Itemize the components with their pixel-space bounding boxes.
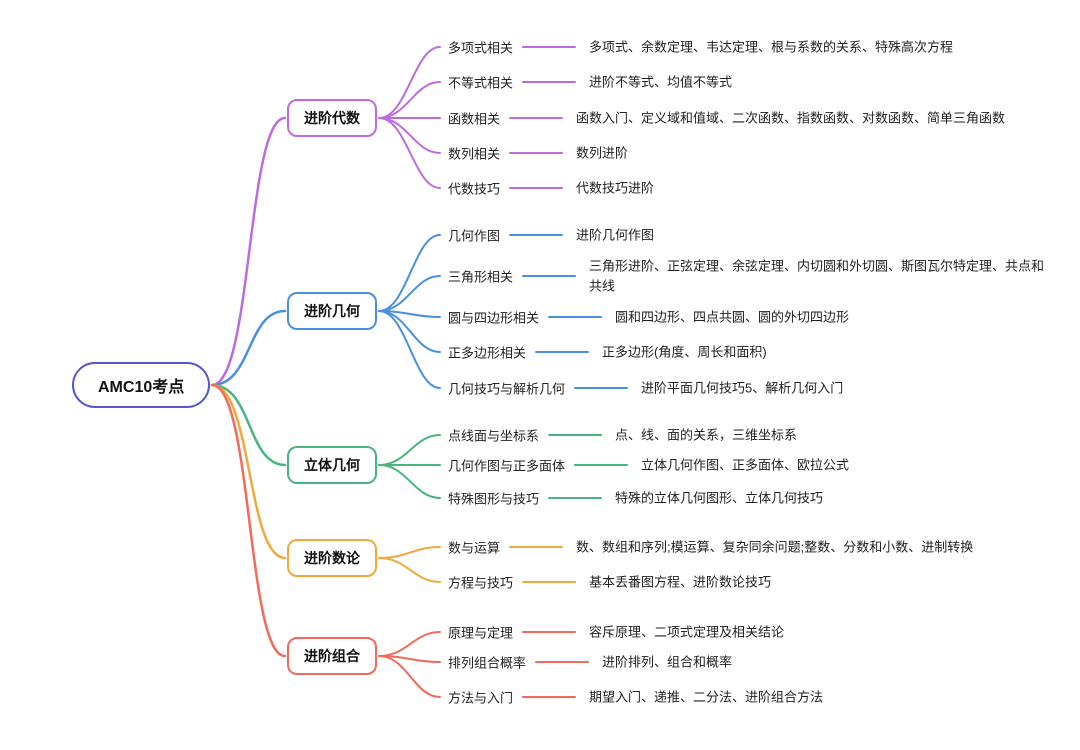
branch-node[interactable]: 进阶组合 (287, 637, 377, 675)
subtopic-node[interactable]: 几何作图与正多面体 (448, 458, 566, 474)
leaf-node[interactable]: 点、线、面的关系，三维坐标系 (615, 427, 798, 443)
leaf-node[interactable]: 进阶排列、组合和概率 (602, 654, 733, 670)
leaf-node[interactable]: 进阶不等式、均值不等式 (589, 74, 733, 90)
subtopic-node[interactable]: 几何技巧与解析几何 (448, 381, 566, 397)
connector-line (210, 383, 287, 658)
connector-line (378, 275, 441, 312)
leaf-node[interactable]: 代数技巧进阶 (576, 180, 655, 196)
subtopic-node[interactable]: 方法与入门 (448, 690, 514, 706)
connector-line (378, 234, 441, 312)
connector-line (378, 46, 441, 119)
leaf-node[interactable]: 容斥原理、二项式定理及相关结论 (589, 624, 785, 640)
subtopic-node[interactable]: 点线面与坐标系 (448, 428, 540, 444)
branch-node[interactable]: 立体几何 (287, 446, 377, 484)
connector-line (210, 383, 287, 467)
subtopic-node[interactable]: 不等式相关 (448, 75, 514, 91)
connector-line (378, 557, 441, 583)
subtopic-node[interactable]: 数与运算 (448, 540, 501, 556)
leaf-node[interactable]: 特殊的立体几何图形、立体几何技巧 (615, 490, 824, 506)
branch-label: 进阶代数 (304, 110, 360, 126)
branch-label: 进阶组合 (304, 648, 360, 664)
subtopic-node[interactable]: 数列相关 (448, 146, 501, 162)
leaf-node[interactable]: 正多边形(角度、周长和面积) (602, 344, 767, 360)
connector-line (210, 383, 287, 560)
connector-line (378, 117, 441, 154)
branch-node[interactable]: 进阶几何 (287, 292, 377, 330)
branch-label: 进阶几何 (304, 303, 360, 319)
subtopic-node[interactable]: 特殊图形与技巧 (448, 491, 540, 507)
connector-line (378, 81, 441, 119)
leaf-node[interactable]: 基本丢番图方程、进阶数论技巧 (589, 574, 772, 590)
connector-line (210, 116, 287, 387)
subtopic-node[interactable]: 代数技巧 (448, 181, 501, 197)
connector-line (378, 546, 441, 559)
branch-label: 进阶数论 (304, 550, 360, 566)
subtopic-node[interactable]: 多项式相关 (448, 40, 514, 56)
branch-label: 立体几何 (304, 457, 360, 473)
leaf-node[interactable]: 函数入门、定义域和值域、二次函数、指数函数、对数函数、简单三角函数 (576, 110, 1006, 126)
connector-line (378, 655, 441, 698)
branch-node[interactable]: 进阶代数 (287, 99, 377, 137)
leaf-node[interactable]: 进阶几何作图 (576, 227, 655, 243)
subtopic-node[interactable]: 方程与技巧 (448, 575, 514, 591)
leaf-node[interactable]: 数、数组和序列;模运算、复杂同余问题;整数、分数和小数、进制转换 (576, 539, 974, 555)
leaf-node[interactable]: 圆和四边形、四点共圆、圆的外切四边形 (615, 309, 850, 325)
connector-line (378, 464, 441, 499)
subtopic-node[interactable]: 排列组合概率 (448, 655, 527, 671)
leaf-node[interactable]: 数列进阶 (576, 145, 629, 161)
connector-line (378, 434, 441, 466)
connector-line (378, 631, 441, 657)
leaf-node[interactable]: 多项式、余数定理、韦达定理、根与系数的关系、特殊高次方程 (589, 39, 954, 55)
connector-line (210, 309, 287, 387)
subtopic-node[interactable]: 正多边形相关 (448, 345, 527, 361)
connector-line (378, 117, 441, 189)
leaf-node[interactable]: 进阶平面几何技巧5、解析几何入门 (641, 380, 844, 396)
subtopic-node[interactable]: 几何作图 (448, 228, 501, 244)
subtopic-node[interactable]: 原理与定理 (448, 625, 514, 641)
leaf-node[interactable]: 三角形进阶、正弦定理、余弦定理、内切圆和外切圆、斯图瓦尔特定理、共点和共线 (589, 258, 1045, 294)
leaf-node[interactable]: 期望入门、递推、二分法、进阶组合方法 (589, 689, 824, 705)
branch-node[interactable]: 进阶数论 (287, 539, 377, 577)
root-label: AMC10考点 (98, 379, 185, 396)
connector-line (378, 310, 441, 389)
leaf-node[interactable]: 立体几何作图、正多面体、欧拉公式 (641, 457, 850, 473)
subtopic-node[interactable]: 三角形相关 (448, 269, 514, 285)
root-node[interactable]: AMC10考点 (72, 362, 211, 408)
subtopic-node[interactable]: 函数相关 (448, 111, 501, 127)
subtopic-node[interactable]: 圆与四边形相关 (448, 310, 540, 326)
